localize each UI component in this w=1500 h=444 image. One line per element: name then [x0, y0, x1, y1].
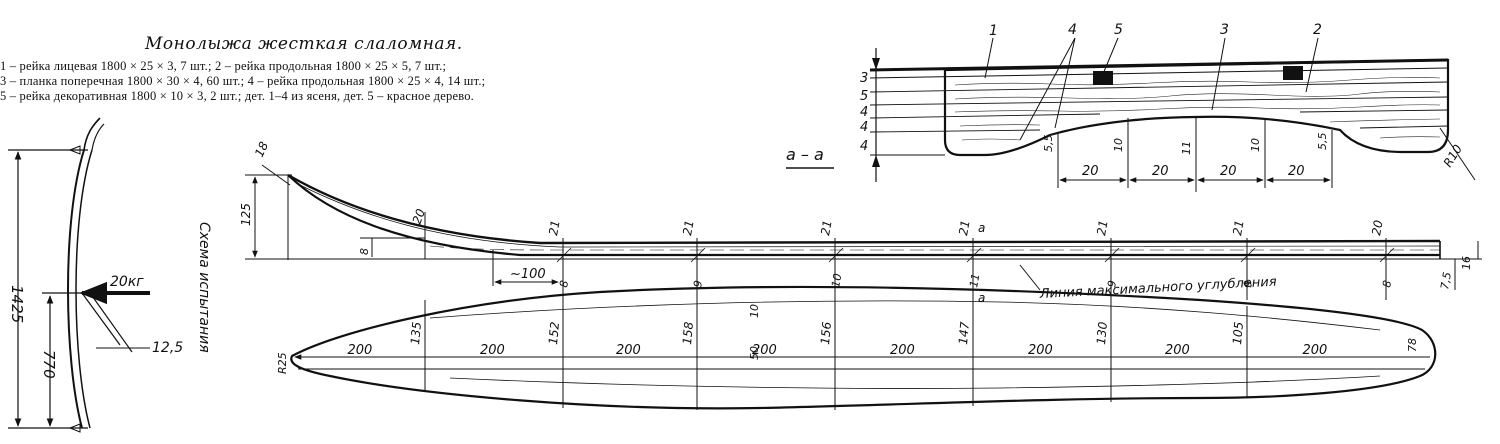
legend-line-2: 3 – планка поперечная 1800 × 30 × 4, 60 …: [0, 74, 486, 88]
deflection-label: 12,5: [152, 340, 183, 356]
station-hatch: [1379, 247, 1395, 263]
groove-offset-label: 50: [748, 346, 761, 360]
station-thickness-bottom: 10: [829, 272, 844, 288]
side-profile-top: [287, 173, 1441, 245]
layer-dim-1: 3: [860, 71, 868, 86]
tail-thickness-label: 16: [1460, 256, 1473, 270]
station-thickness-bottom: 9: [691, 279, 705, 288]
decorative-strip-right: [1283, 66, 1303, 80]
drawing-title: Монолыжа жесткая слаломная.: [145, 34, 463, 54]
station-hatch: [1104, 247, 1120, 263]
part-number-1: 1: [989, 23, 998, 39]
groove-depth-1: 5,5: [1042, 135, 1055, 153]
support-height-label: 770: [40, 350, 58, 379]
test-ski-outline: [67, 149, 85, 429]
section-cut-mark: а: [978, 221, 985, 235]
part-number-2: 2: [1313, 22, 1322, 38]
test-height-label: 1425: [8, 285, 26, 323]
part-number-3: 3: [1220, 22, 1229, 38]
groove-depth-3: 11: [1180, 141, 1193, 155]
side-view: 125 18 20 8 ~100 а а 21 8 21 9 21 10 21 11 21 9 21…: [239, 139, 1482, 305]
plan-width-label: 156: [818, 321, 834, 345]
test-scheme: 1425 770 20кг 12,5 Схема испытания: [8, 117, 212, 433]
station-thickness-top: 21: [546, 219, 562, 236]
plan-width-label: 152: [546, 321, 562, 345]
test-scheme-label: Схема испытания: [196, 222, 212, 353]
groove-width-3: 20: [1220, 164, 1237, 179]
layer-dim-3: 4: [860, 105, 868, 120]
plan-width-label: 158: [680, 321, 696, 345]
station-thickness-bottom: 9: [1241, 279, 1255, 288]
plan-station-length: 200: [752, 343, 777, 358]
layer-dim-2: 5: [860, 89, 868, 104]
station-thickness-top: 21: [1230, 219, 1246, 236]
groove-depth-5: 5,5: [1316, 133, 1329, 151]
plan-end-length: 78: [1406, 338, 1419, 352]
station-hatch: [690, 247, 706, 263]
section-label: а – а: [786, 145, 824, 164]
legend-line-1: 1 – рейка лицевая 1800 × 25 × 3, 7 шт.; …: [0, 59, 447, 73]
groove-offset-label: 10: [748, 304, 761, 318]
tip-width-label: 20: [410, 207, 429, 226]
decorative-strip-left: [1093, 71, 1113, 85]
groove-width-2: 20: [1152, 164, 1169, 179]
station-thickness-bottom: 8: [557, 279, 571, 288]
groove-width-1: 20: [1082, 164, 1099, 179]
side-profile-bottom: [287, 174, 1440, 257]
tip-offset-label: 8: [358, 248, 371, 255]
plan-station-length: 200: [1165, 343, 1190, 358]
layer-dim-4: 4: [860, 120, 868, 135]
station-thickness-bottom: 11: [967, 272, 982, 288]
station-thickness-top: 20: [1369, 219, 1386, 237]
plan-station-length: 200: [480, 343, 505, 358]
plan-outline: [290, 285, 1437, 410]
groove-depth-2: 10: [1112, 138, 1125, 152]
part-number-5: 5: [1114, 22, 1123, 38]
groove-depth-4: 10: [1249, 138, 1262, 152]
legend-line-3: 5 – рейка декоративная 1800 × 10 × 3, 2 …: [0, 89, 474, 103]
section-outline: [943, 58, 1450, 157]
station-hatch: [1240, 247, 1256, 263]
groove-width-4: 20: [1288, 164, 1305, 179]
station-thickness-top: 21: [956, 219, 972, 236]
tip-thickness-label: 18: [252, 139, 271, 159]
plan-station-length: 200: [616, 343, 641, 358]
tip-radius-label: R25: [276, 352, 289, 374]
plan-station-length: 200: [1028, 343, 1053, 358]
cross-section: 3 5 4 4 4 1 4 5 3 2 5,5 10 11 10 5,5 20 …: [786, 22, 1476, 192]
station-thickness-top: 21: [1094, 219, 1110, 236]
plan-width-label: 105: [1230, 321, 1246, 345]
station-hatch: [556, 247, 572, 263]
station-thickness-bottom: 9: [1105, 279, 1119, 288]
plan-width-label: 130: [1094, 321, 1110, 345]
plan-station-length: 200: [890, 343, 915, 358]
tip-rise-label: 125: [239, 203, 253, 226]
station-thickness-top: 21: [680, 219, 696, 236]
plan-width-label: 135: [408, 321, 424, 345]
station-hatch: [828, 247, 844, 263]
load-label: 20кг: [110, 274, 144, 290]
station-hatch: [966, 247, 982, 263]
station-thickness-top: 21: [818, 219, 834, 236]
plan-station-length: 200: [348, 343, 373, 358]
transition-length-label: ~100: [510, 267, 546, 282]
plan-station-length: 200: [1303, 343, 1328, 358]
station-thickness-bottom: 8: [1380, 279, 1394, 288]
plan-width-label: 147: [956, 321, 972, 345]
part-number-4: 4: [1068, 22, 1077, 38]
tail-thickness-bottom: 7,5: [1438, 271, 1454, 290]
section-cut-mark-bottom: а: [978, 291, 985, 305]
layer-dim-5: 4: [860, 139, 868, 154]
